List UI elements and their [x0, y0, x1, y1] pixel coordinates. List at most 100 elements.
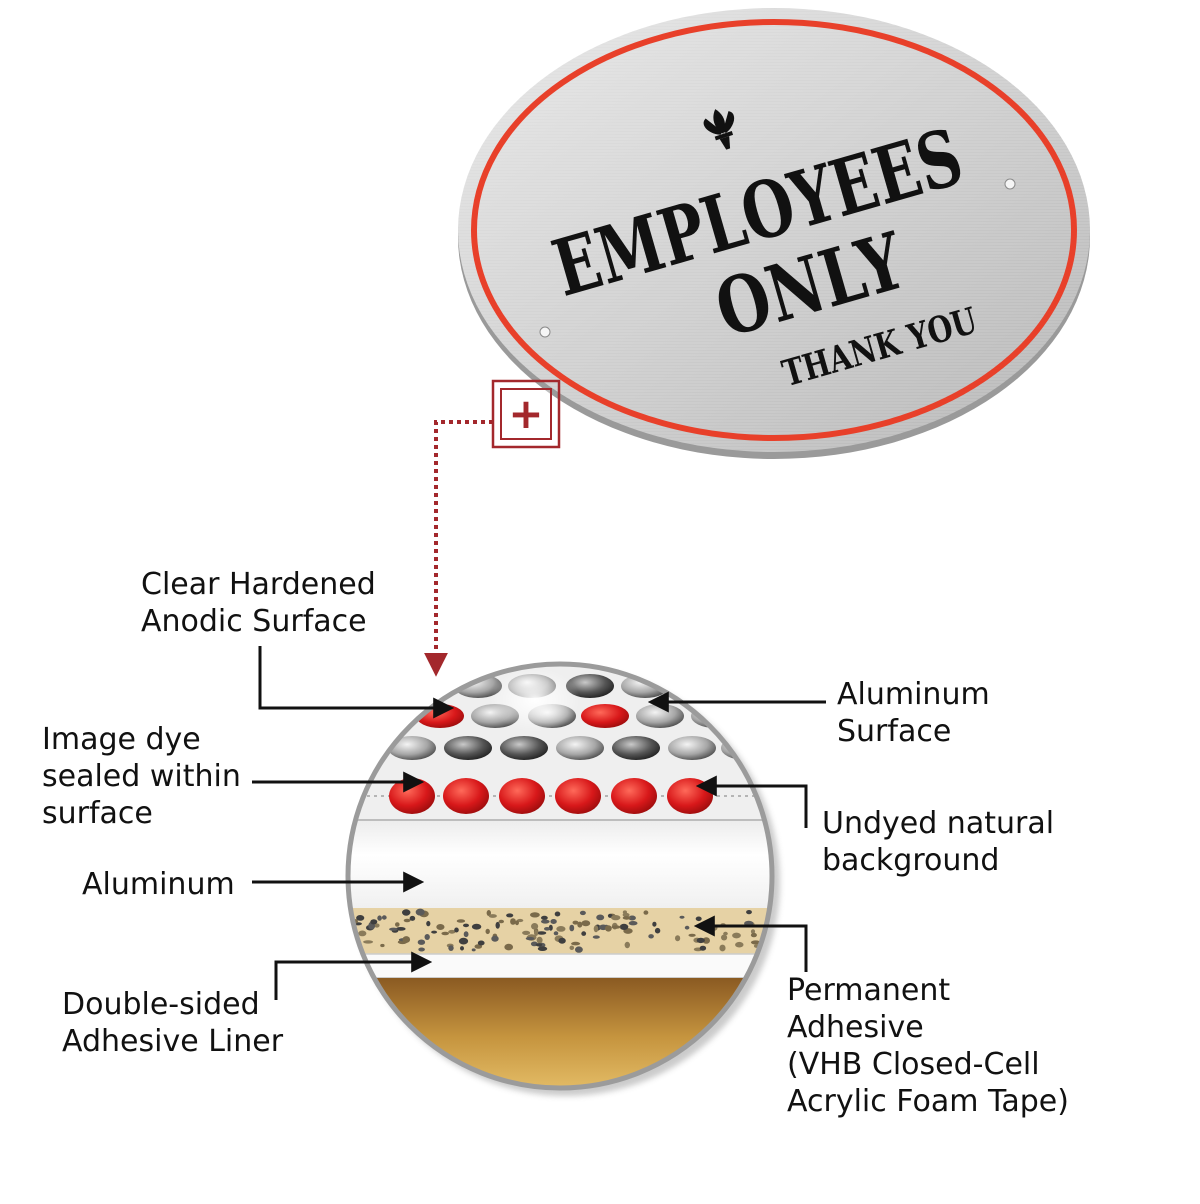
foam-cell — [415, 908, 425, 916]
foam-cell — [395, 922, 400, 927]
foam-cell — [688, 933, 696, 937]
adhesive-liner-layer — [348, 954, 772, 978]
foam-cell — [525, 936, 535, 941]
dye-pore — [667, 778, 713, 814]
fleur-de-lis-icon — [703, 109, 735, 150]
foam-cell — [541, 919, 550, 924]
callout-arrows — [252, 646, 826, 1000]
foam-cell — [454, 927, 459, 933]
foam-cell — [363, 940, 374, 944]
foam-cell — [550, 919, 557, 924]
dye-pore — [581, 704, 629, 728]
plus-icon: + — [508, 389, 543, 438]
foam-cell — [471, 948, 476, 952]
foam-cell — [628, 921, 638, 926]
foam-cell — [403, 918, 411, 923]
foam-cell — [622, 910, 628, 915]
foam-cell — [611, 915, 621, 921]
foam-cell — [750, 940, 761, 945]
foam-cell — [471, 923, 482, 930]
foam-cell — [541, 915, 548, 921]
foam-cell — [719, 944, 726, 952]
backing-layer — [348, 978, 772, 1088]
foam-cell — [643, 910, 649, 915]
arrow-permanent — [693, 915, 808, 972]
foam-cell — [735, 941, 744, 948]
foam-cell — [485, 928, 490, 935]
foam-cell — [424, 934, 430, 940]
arrow-liner — [274, 951, 433, 1000]
foam-cell — [486, 910, 491, 916]
foam-cell — [553, 931, 559, 936]
mount-hole-left — [539, 326, 551, 338]
foam-cell — [458, 937, 469, 945]
foam-cell — [380, 943, 385, 948]
foam-cell — [556, 926, 566, 932]
foam-cell — [463, 923, 469, 928]
foam-cell — [679, 915, 685, 919]
foam-cell — [622, 916, 631, 920]
foam-cell — [702, 937, 710, 944]
foam-cell — [619, 923, 629, 931]
foam-cell — [695, 916, 702, 922]
foam-cell — [554, 911, 561, 917]
foam-cell — [448, 945, 454, 951]
foam-cell — [572, 920, 579, 925]
cross-section-magnifier — [345, 661, 780, 1096]
surface-glare — [490, 668, 580, 732]
label-undyed-background: Undyed natural background — [822, 806, 1055, 878]
foam-cell — [535, 943, 543, 947]
foam-cell — [579, 910, 586, 916]
foam-cell — [536, 931, 547, 935]
foam-cell — [356, 915, 365, 921]
zoom-dotted-connector — [424, 420, 493, 677]
foam-cell — [436, 924, 445, 930]
foam-cell — [370, 919, 378, 925]
foam-cell — [596, 914, 605, 921]
foam-cell — [569, 924, 575, 932]
foam-cell — [491, 935, 499, 942]
mount-hole-right — [1004, 178, 1016, 190]
dye-pore — [499, 778, 545, 814]
foam-cell — [732, 932, 741, 939]
foam-cell — [534, 929, 539, 937]
magnifier-rim — [345, 661, 775, 1091]
foam-cell — [544, 927, 551, 931]
foam-cell — [402, 909, 411, 916]
foam-cell — [569, 945, 575, 950]
label-adhesive-liner: Double-sided Adhesive Liner — [62, 987, 284, 1059]
foam-cell — [571, 941, 581, 946]
zoom-marker: + — [424, 379, 561, 677]
foam-cell — [746, 910, 752, 915]
foam-cell — [721, 934, 728, 941]
foam-cell — [654, 927, 661, 934]
foam-cell — [723, 931, 728, 936]
label-permanent-adhesive: Permanent Adhesive (VHB Closed-Cell Acry… — [787, 973, 1069, 1119]
dye-pore — [555, 778, 601, 814]
foam-cell — [652, 921, 657, 927]
foam-cell — [402, 936, 411, 943]
foam-cell — [675, 935, 681, 942]
foam-cell — [456, 919, 466, 923]
foam-cell — [431, 930, 437, 934]
foam-cells — [348, 908, 761, 953]
foam-cell — [418, 947, 425, 952]
sign-red-border — [471, 19, 1077, 441]
foam-cell — [441, 931, 450, 936]
sign-plate: EMPLOYEES ONLY THANK YOU — [458, 8, 1090, 459]
foam-cell — [448, 929, 456, 934]
anodic-pore — [668, 736, 716, 760]
foam-cell — [592, 935, 600, 939]
foam-cell — [593, 925, 599, 933]
foam-cell — [498, 919, 504, 924]
aluminum-layer — [348, 820, 772, 908]
foam-cell — [530, 912, 540, 918]
arrow-undyed — [695, 775, 808, 828]
foam-cell — [536, 936, 543, 944]
dye-pore — [443, 778, 489, 814]
foam-cell — [611, 925, 621, 929]
anodic-pore — [444, 736, 492, 760]
foam-cell — [426, 920, 431, 927]
foam-cell — [750, 932, 757, 938]
